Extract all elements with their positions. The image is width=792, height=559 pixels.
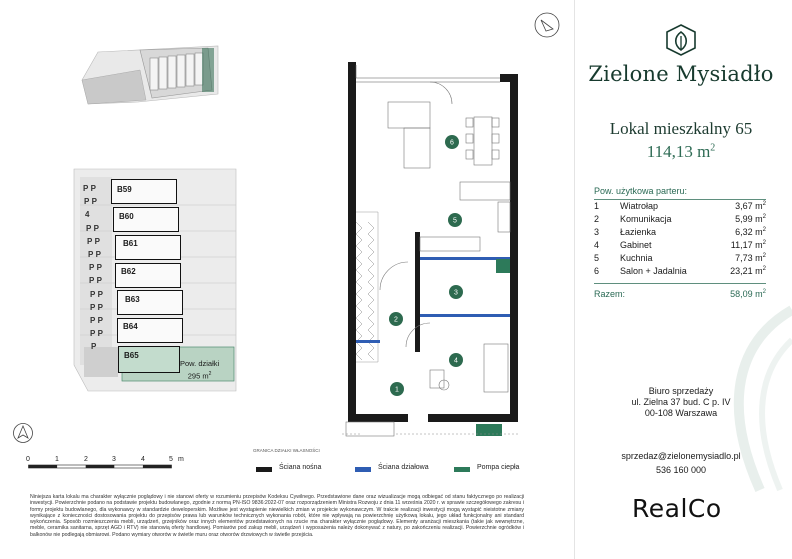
contact-email[interactable]: sprzedaz@zielonemysiadlo.pl bbox=[621, 451, 741, 461]
rooms-top-rule bbox=[594, 199, 766, 200]
room-marker-4: 4 bbox=[454, 358, 458, 365]
brand-logo-icon bbox=[666, 24, 696, 56]
legend-swatch-load-bearing bbox=[256, 467, 272, 472]
room-marker-6: 6 bbox=[450, 140, 454, 147]
site-unit-B59: B59 bbox=[111, 179, 177, 204]
site-unit-B62: B62 bbox=[115, 263, 181, 288]
scale-tick-5: 5 bbox=[169, 456, 173, 463]
plot-border-label: GRANICA DZIAŁKI WŁASNOŚCI bbox=[253, 448, 320, 453]
site-unit-B63: B63 bbox=[117, 290, 183, 315]
rooms-header: Pow. użytkowa parteru: bbox=[594, 186, 688, 196]
scale-tick-1: 1 bbox=[55, 456, 59, 463]
legend-label-heat-pump: Pompa ciepła bbox=[477, 464, 520, 471]
unit-area: 114,13 m2 bbox=[646, 142, 716, 161]
scale-tick-4: 4 bbox=[141, 456, 145, 463]
north-arrow-icon bbox=[534, 12, 560, 38]
scale-bar bbox=[28, 464, 172, 469]
site-unit-B60: B60 bbox=[113, 207, 179, 232]
total-label: Razem: bbox=[594, 289, 626, 299]
site-plan-units: B59 B60 B61 B62 B63 B64 B65 bbox=[110, 179, 183, 374]
room-marker-2: 2 bbox=[394, 317, 398, 324]
site-unit-B64: B64 bbox=[117, 318, 183, 343]
brand-name: Zielone Mysiadło bbox=[588, 62, 774, 86]
site-unit-B61: B61 bbox=[115, 235, 181, 260]
rooms-bottom-rule bbox=[594, 283, 766, 284]
unit-title: Lokal mieszkalny 65 bbox=[609, 119, 753, 138]
decorative-leaf-watermark bbox=[733, 305, 792, 493]
key-plan-map bbox=[81, 45, 219, 105]
floor-plan: 6 5 3 2 4 1 bbox=[342, 62, 520, 437]
site-unit-B65-selected: B65 bbox=[118, 346, 180, 373]
room-marker-1: 1 bbox=[395, 387, 399, 394]
legend-label-load-bearing: Ściana nośna bbox=[279, 464, 322, 471]
legal-disclaimer: Niniejsza karta lokalu ma charakter wyłą… bbox=[30, 494, 524, 538]
legend-swatch-heat-pump bbox=[454, 467, 470, 472]
room-marker-5: 5 bbox=[453, 218, 457, 225]
legend-label-partition: Ściana działowa bbox=[378, 464, 429, 471]
parking-markers: P P P P 4 P P P P P P P P P P P P P P P … bbox=[83, 184, 103, 352]
legend-swatch-partition bbox=[355, 467, 371, 472]
total-value: 58,09 m2 bbox=[730, 289, 766, 299]
right-panel-divider bbox=[574, 0, 575, 559]
scale-unit: m bbox=[178, 456, 184, 463]
scale-tick-2: 2 bbox=[84, 456, 88, 463]
contact-phone[interactable]: 536 160 000 bbox=[655, 465, 707, 475]
scale-tick-3: 3 bbox=[112, 456, 116, 463]
contact-info: sprzedaz@zielonemysiadlo.pl 536 160 000 bbox=[574, 449, 788, 477]
developer-logo: RealCo bbox=[632, 494, 722, 523]
plot-area-label: Pow. działki 295 m2 bbox=[180, 359, 220, 381]
room-marker-3: 3 bbox=[454, 290, 458, 297]
scale-tick-0: 0 bbox=[26, 456, 30, 463]
sales-office-address: Biuro sprzedaży ul. Zielna 37 bud. C p. … bbox=[631, 386, 731, 418]
north-arrow-icon-site bbox=[13, 423, 33, 443]
